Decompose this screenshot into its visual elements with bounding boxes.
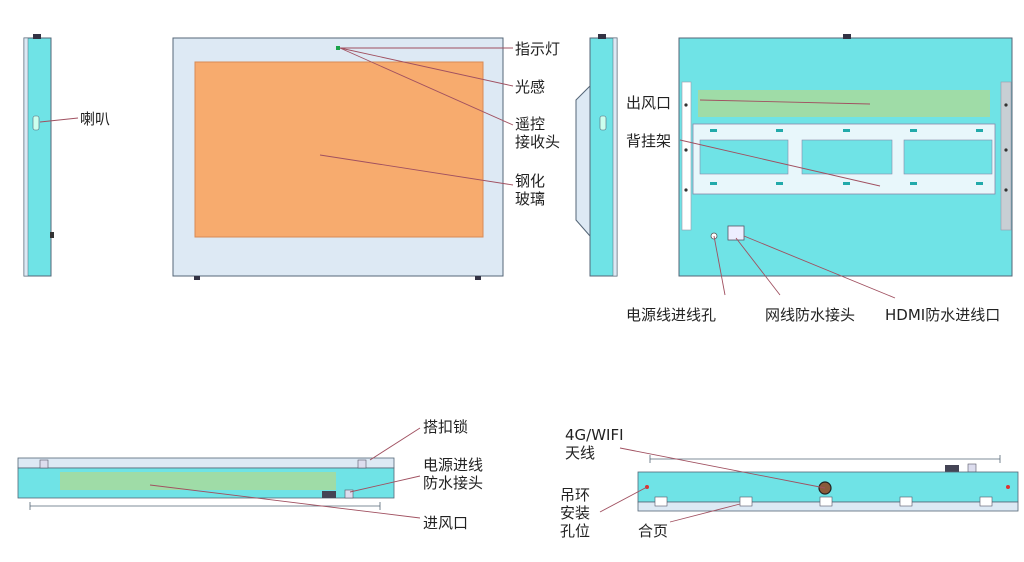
- network-connector-icon: [727, 225, 745, 241]
- label-hdmi-inlet: HDMI防水进线口: [885, 306, 1001, 324]
- label-hanging-ring: 吊环 安装 孔位: [560, 486, 591, 540]
- label-power-hole: 电源线进线孔: [626, 306, 717, 324]
- tempered-glass-panel: [194, 61, 484, 238]
- speaker-icon: [32, 115, 40, 131]
- label-speaker: 喇叭: [80, 110, 111, 128]
- leader-lines: [39, 47, 896, 523]
- label-tempered-glass: 钢化 玻璃: [515, 172, 546, 208]
- right-side-view: [575, 34, 618, 277]
- air-inlet-vent: [60, 472, 336, 490]
- label-air-outlet: 出风口: [626, 94, 672, 112]
- label-air-inlet: 进风口: [423, 514, 469, 532]
- label-latch-lock: 搭扣锁: [423, 418, 469, 436]
- label-antenna: 4G/WIFI 天线: [565, 426, 624, 462]
- left-side-view: [23, 34, 54, 277]
- label-light-sensor: 光感: [515, 78, 546, 96]
- label-remote-receiver: 遥控 接收头: [515, 115, 561, 151]
- top-view: [637, 455, 1019, 512]
- label-power-waterproof: 电源进线 防水接头: [423, 456, 484, 492]
- label-back-mount: 背挂架: [626, 132, 672, 150]
- indicator-light-icon: [336, 46, 340, 50]
- rear-view: [678, 34, 1013, 277]
- label-indicator-light: 指示灯: [515, 40, 561, 58]
- bottom-view: [17, 457, 395, 510]
- label-hinge: 合页: [638, 522, 669, 540]
- label-network-connector: 网线防水接头: [765, 306, 856, 324]
- front-view: [172, 37, 504, 280]
